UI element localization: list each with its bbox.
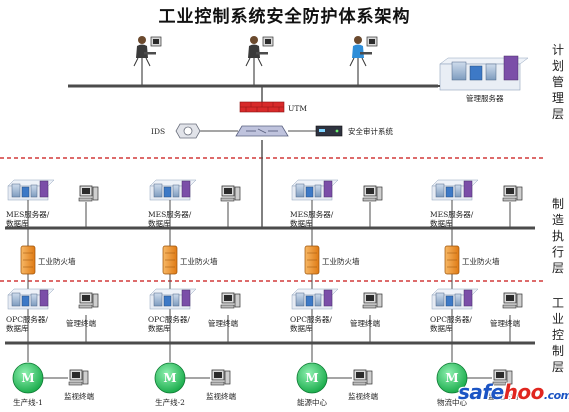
monitor-terminal-label: 监视终端 [488, 392, 518, 401]
layer-exec-label: 制造执行层 [551, 197, 564, 275]
monitor-terminal-label: 监视终端 [64, 392, 94, 401]
control-unit: M [431, 288, 523, 394]
mes-server-icon [291, 179, 339, 201]
mes-terminal-icon [362, 185, 383, 202]
layer-control-label: 工业控制层 [551, 296, 564, 374]
mgmt-terminal-icon [220, 292, 241, 309]
mgmt-terminal-label: 管理终端 [350, 319, 380, 328]
ids-label: IDS [151, 127, 166, 136]
opc-server-label: OPC服务器/ 数据库 [290, 315, 332, 333]
monitor-terminal-icon [352, 369, 373, 386]
production-line-label: 物流中心 [437, 398, 467, 407]
watermark-suffix: .com [543, 389, 569, 402]
exec-unit [149, 179, 241, 343]
motor-icon: M [12, 362, 44, 394]
monitor-terminal-icon [68, 369, 89, 386]
utm-label: UTM [288, 104, 308, 113]
mes-server-label: MES服务器/ 数据库 [148, 210, 192, 228]
opc-server-icon [431, 288, 479, 310]
operator-workstation-icon [245, 36, 274, 86]
monitor-terminal-icon [210, 369, 231, 386]
mes-terminal-icon [502, 185, 523, 202]
audit-label: 安全审计系统 [348, 127, 393, 136]
mgmt-server-label: 管理服务器 [466, 94, 504, 103]
firewall-label: 工业防火墙 [322, 257, 360, 266]
watermark-accent: hoo [503, 380, 545, 404]
mes-server-icon [149, 179, 197, 201]
mes-server-icon [431, 179, 479, 201]
audit-appliance-icon [315, 125, 343, 137]
mes-server-icon [7, 179, 55, 201]
operator-workstation-icon [349, 36, 378, 86]
opc-server-label: OPC服务器/ 数据库 [148, 315, 190, 333]
opc-server-icon [291, 288, 339, 310]
motor-icon: M [154, 362, 186, 394]
operator-workstation-icon [133, 36, 162, 86]
production-line-label: 能源中心 [297, 398, 327, 407]
monitor-terminal-label: 监视终端 [206, 392, 236, 401]
mgmt-terminal-icon [362, 292, 383, 309]
mgmt-terminal-icon [502, 292, 523, 309]
industrial-firewall-icon [444, 245, 460, 275]
monitor-terminal-icon [492, 369, 513, 386]
production-line-label: 生产线-1 [13, 398, 43, 407]
mgmt-terminal-label: 管理终端 [66, 319, 96, 328]
opc-server-icon [149, 288, 197, 310]
motor-symbol: M [445, 371, 458, 385]
control-unit: M [291, 288, 383, 394]
utm-firewall-icon [239, 101, 285, 113]
mgmt-terminal-label: 管理终端 [490, 319, 520, 328]
exec-unit [7, 179, 99, 343]
motor-icon: M [436, 362, 468, 394]
mes-server-label: MES服务器/ 数据库 [430, 210, 474, 228]
motor-symbol: M [305, 371, 318, 385]
firewall-label: 工业防火墙 [462, 257, 500, 266]
mgmt-terminal-icon [78, 292, 99, 309]
industrial-firewall-icon [20, 245, 36, 275]
opc-server-label: OPC服务器/ 数据库 [430, 315, 472, 333]
control-unit: M [7, 288, 99, 394]
watermark-main: safe [458, 380, 504, 404]
mes-server-label: MES服务器/ 数据库 [6, 210, 50, 228]
mes-terminal-icon [78, 185, 99, 202]
opc-server-label: OPC服务器/ 数据库 [6, 315, 48, 333]
mes-terminal-icon [220, 185, 241, 202]
mes-server-label: MES服务器/ 数据库 [290, 210, 334, 228]
opc-server-icon [7, 288, 55, 310]
watermark-logo: safehoo.com [458, 380, 569, 404]
production-line-label: 生产线-2 [155, 398, 185, 407]
industrial-firewall-icon [162, 245, 178, 275]
management-server-icon [439, 55, 529, 91]
motor-symbol: M [21, 371, 34, 385]
control-unit: M [149, 288, 241, 394]
exec-unit [431, 179, 523, 343]
mgmt-terminal-label: 管理终端 [208, 319, 238, 328]
monitor-terminal-label: 监视终端 [348, 392, 378, 401]
diagram-title: 工业控制系统安全防护体系架构 [158, 7, 411, 27]
motor-symbol: M [163, 371, 176, 385]
layer-plan-label: 计划管理层 [551, 43, 564, 121]
core-switch-icon [235, 125, 289, 137]
firewall-label: 工业防火墙 [38, 257, 76, 266]
firewall-label: 工业防火墙 [180, 257, 218, 266]
exec-unit [291, 179, 383, 343]
industrial-firewall-icon [304, 245, 320, 275]
ids-sensor-icon [175, 123, 201, 139]
motor-icon: M [296, 362, 328, 394]
